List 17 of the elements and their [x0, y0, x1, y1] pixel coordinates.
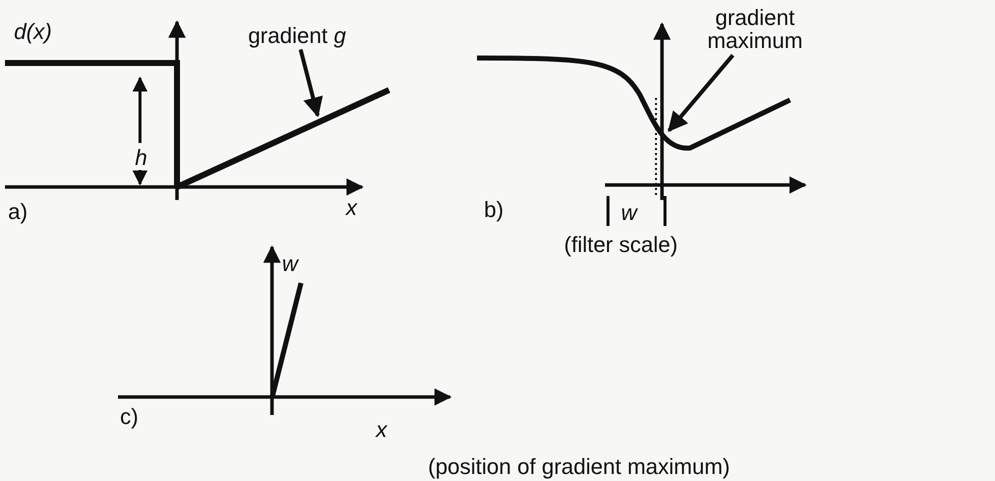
callout-text: gradient maximum — [707, 5, 803, 54]
axis-label: x — [376, 418, 387, 442]
smoothed-step-curve — [477, 56, 792, 150]
axis-label: c) — [120, 405, 138, 428]
leader-arrow — [298, 49, 323, 118]
axis-label: d(x) — [14, 20, 52, 44]
axis-label: a) — [8, 200, 28, 224]
axis-label: x — [346, 196, 357, 220]
axis-label: b) — [484, 198, 504, 222]
axis-label: w — [621, 201, 637, 224]
callout-text: gradient g — [248, 23, 346, 48]
leader-arrow — [668, 54, 734, 132]
axis-label: (position of gradient maximum) — [428, 455, 730, 478]
axis-label: w — [282, 252, 298, 276]
ramp-line — [176, 87, 390, 190]
axis-label: h — [135, 146, 148, 170]
axis-label: (filter scale) — [564, 233, 678, 256]
